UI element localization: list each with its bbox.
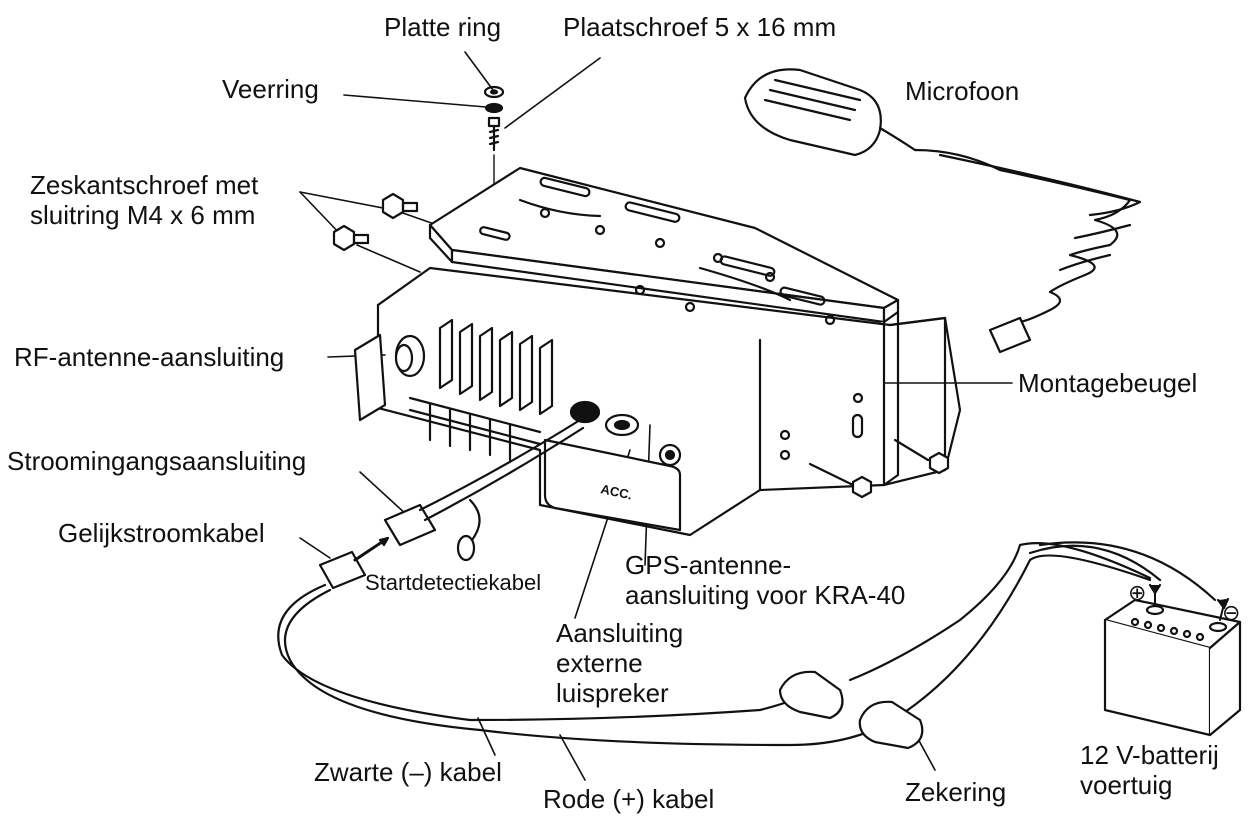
- microphone-cord: [913, 148, 1132, 324]
- fuse-holder-2: [858, 700, 924, 750]
- start-detect-plug: [456, 534, 476, 562]
- label-montagebeugel: Montagebeugel: [1018, 368, 1198, 398]
- dc-cable-assembly: [277, 418, 1217, 750]
- label-veerring: Veerring: [222, 74, 319, 104]
- label-rf-antenne: RF-antenne-aansluiting: [14, 342, 285, 372]
- rf-antenna-connector: [353, 333, 426, 422]
- microphone: [743, 68, 1142, 354]
- minus-terminal-symbol: ⊖: [1222, 600, 1240, 625]
- red-cable: [277, 542, 1152, 722]
- power-input-port: [569, 400, 601, 424]
- label-zeskantschroef: Zeskantschroef met sluitring M4 x 6 mm: [30, 170, 259, 230]
- heat-sink: [408, 318, 554, 462]
- label-startdetectie: Startdetectiekabel: [365, 570, 542, 595]
- dc-cable-plug: [318, 550, 367, 590]
- power-input-plug: [383, 503, 437, 547]
- mounting-bracket: [428, 166, 900, 492]
- vehicle-battery: [1103, 583, 1242, 737]
- spring-washer-icon: [484, 102, 504, 114]
- fuse-holder-1: [778, 670, 844, 720]
- acc-label: ACC.: [599, 481, 633, 502]
- acc-panel: [543, 438, 682, 532]
- label-microfoon: Microfoon: [905, 76, 1020, 106]
- label-rode-kabel: Rode (+) kabel: [543, 784, 715, 814]
- plate-screw-icon: [487, 116, 501, 128]
- label-stroomingang: Stroomingangsaansluiting: [7, 446, 307, 476]
- label-plaatschroef: Plaatschroef 5 x 16 mm: [563, 12, 837, 42]
- microphone-plug: [988, 316, 1032, 354]
- label-gelijkstroomkabel: Gelijkstroomkabel: [58, 518, 265, 548]
- flat-washer-icon: [483, 85, 505, 99]
- label-zwarte-kabel: Zwarte (–) kabel: [314, 757, 502, 787]
- label-externe-luidspreker: Aansluiting externe luispreker: [556, 618, 684, 708]
- label-platte-ring: Platte ring: [384, 12, 502, 42]
- label-gps-antenne: GPS-antenne- aansluiting voor KRA-40: [625, 550, 906, 610]
- plus-terminal-symbol: ⊕: [1128, 580, 1146, 605]
- hex-screws-right: [808, 438, 950, 499]
- radio-body: [353, 266, 962, 537]
- hex-screws-left: [332, 192, 419, 252]
- label-batterij: 12 V-batterij voertuig: [1080, 740, 1219, 800]
- black-cable: [283, 554, 1152, 747]
- label-zekering: Zekering: [905, 777, 1007, 807]
